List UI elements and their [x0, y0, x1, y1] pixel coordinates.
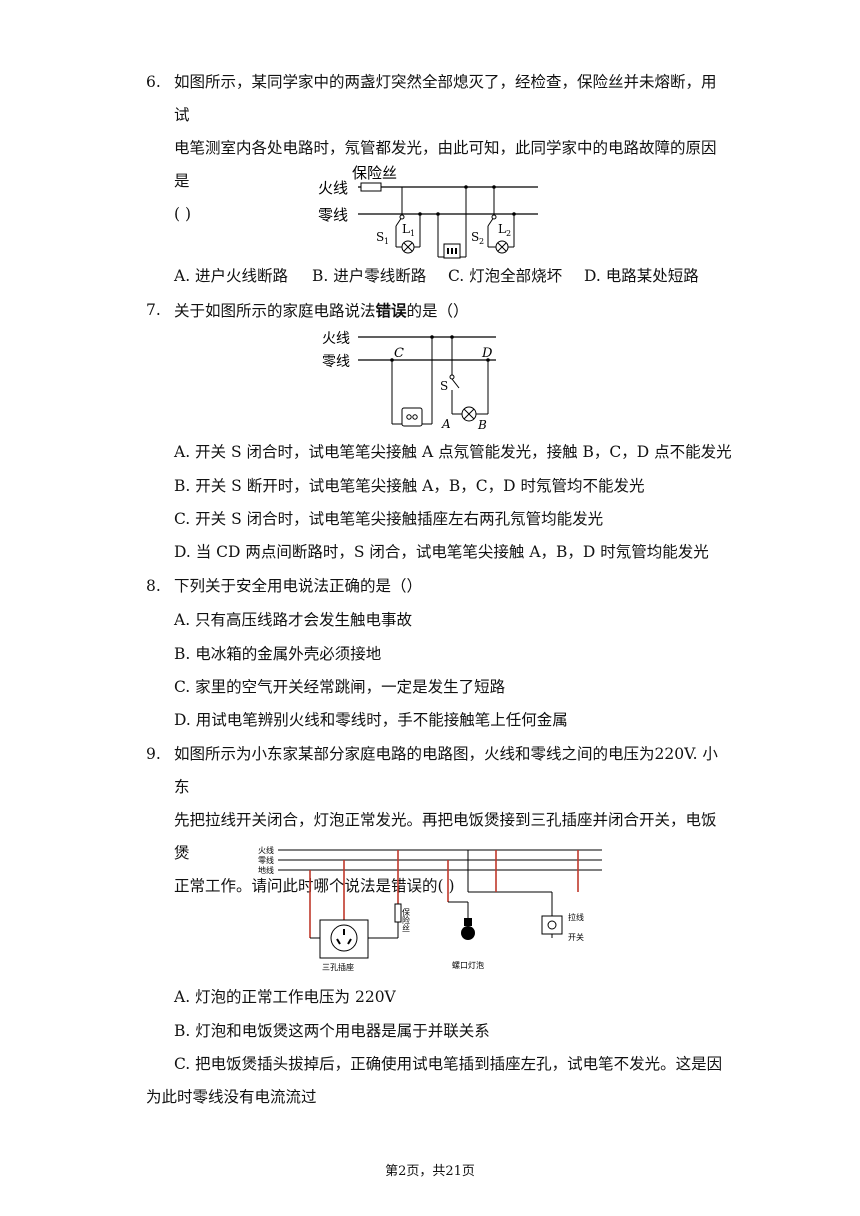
q9-option-b[interactable]: B. 灯泡和电饭煲这两个用电器是属于并联关系: [174, 1022, 490, 1040]
question-number: 6.: [146, 73, 161, 91]
q9-circuit-diagram: 火线 零线 地线 保险丝 三孔插座: [256, 842, 606, 978]
q8-option-b[interactable]: B. 电冰箱的金属外壳必须接地: [174, 645, 382, 663]
svg-text:S: S: [440, 379, 448, 393]
ground-wire-label: 地线: [258, 865, 274, 875]
fuse-icon: [394, 903, 402, 923]
neutral-wire-label: 零线: [322, 354, 350, 370]
socket-icon: [401, 407, 423, 427]
q6-option-d[interactable]: D. 电路某处短路: [584, 267, 699, 285]
q6-circuit-diagram: 保险丝 火线 零线 S 1 L 1: [316, 162, 546, 266]
svg-text:1: 1: [384, 237, 389, 246]
svg-text:D: D: [481, 346, 493, 361]
q7-option-c[interactable]: C. 开关 S 闭合时，试电笔笔尖接触插座左右两孔氖管均能发光: [174, 510, 604, 528]
svg-text:A: A: [441, 417, 451, 430]
question-9: 9. 如图所示为小东家某部分家庭电路的电路图，火线和零线之间的电压为220V. …: [146, 738, 726, 903]
svg-text:2: 2: [479, 237, 484, 246]
emphasis-text: 错误: [375, 301, 407, 320]
fuse-label: 保险丝: [352, 164, 397, 182]
svg-text:2: 2: [506, 229, 511, 238]
live-wire-label: 火线: [258, 845, 274, 855]
fuse-icon: [360, 182, 382, 192]
q6-option-a[interactable]: A. 进户火线断路: [174, 267, 289, 285]
q7-option-b[interactable]: B. 开关 S 断开时，试电笔笔尖接触 A，B，C，D 时氖管均不能发光: [174, 477, 645, 495]
svg-text:B: B: [477, 418, 487, 430]
page-footer: 第2页，共21页: [385, 1164, 475, 1179]
lamp-label: 螺口灯泡: [452, 960, 484, 970]
question-number: 7.: [146, 301, 161, 319]
svg-text:1: 1: [410, 229, 415, 238]
q8-option-c[interactable]: C. 家里的空气开关经常跳闸，一定是发生了短路: [174, 678, 506, 696]
svg-text:C: C: [394, 346, 404, 361]
svg-text:L: L: [498, 222, 506, 236]
switch-label-2: 开关: [568, 932, 584, 942]
q9-option-c[interactable]: C. 把电饭煲插头拔掉后，正确使用试电笔插到插座左孔，试电笔不发光。这是因: [174, 1055, 723, 1073]
bulb-icon: [461, 926, 475, 940]
q8-option-d[interactable]: D. 用试电笔辨别火线和零线时，手不能接触笔上任何金属: [174, 711, 568, 729]
live-wire-label: 火线: [318, 179, 348, 197]
svg-text:S: S: [376, 230, 384, 244]
switch-label-1: 拉线: [568, 912, 584, 922]
q7-circuit-diagram: 火线 零线 C D S A: [318, 326, 508, 434]
question-8: 8. 下列关于安全用电说法正确的是（）: [146, 570, 726, 603]
question-number: 8.: [146, 577, 161, 595]
svg-text:S: S: [471, 230, 479, 244]
q9-option-a[interactable]: A. 灯泡的正常工作电压为 220V: [174, 988, 396, 1006]
fuse-label: 保险丝: [402, 907, 411, 932]
question-6: 6. 如图所示，某同学家中的两盏灯突然全部熄灭了，经检查，保险丝并未熔断，用试 …: [146, 66, 726, 231]
svg-text:L: L: [402, 222, 410, 236]
q6-option-b[interactable]: B. 进户零线断路: [312, 267, 427, 285]
q8-option-a[interactable]: A. 只有高压线路才会发生触电事故: [174, 611, 413, 629]
q7-option-d[interactable]: D. 当 CD 两点间断路时，S 闭合，试电笔笔尖接触 A，B，D 时氖管均能发…: [174, 543, 709, 561]
neutral-wire-label: 零线: [318, 206, 348, 224]
live-wire-label: 火线: [322, 331, 350, 347]
neutral-wire-label: 零线: [258, 855, 274, 865]
three-hole-socket-icon: [319, 919, 369, 959]
question-7: 7. 关于如图所示的家庭电路说法错误的是（）: [146, 294, 726, 328]
question-text: 如图所示，某同学家中的两盏灯突然全部熄灭了，经检查，保险丝并未熔断，用试 电笔测…: [174, 73, 717, 223]
q9-option-c-continued: 为此时零线没有电流流过: [146, 1088, 317, 1106]
q7-option-a[interactable]: A. 开关 S 闭合时，试电笔笔尖接触 A 点氖管能发光，接触 B，C，D 点不…: [174, 443, 732, 461]
pull-switch-icon: [541, 915, 563, 935]
question-number: 9.: [146, 745, 161, 763]
socket-label: 三孔插座: [322, 962, 354, 972]
q6-option-c[interactable]: C. 灯泡全部烧坏: [448, 267, 563, 285]
